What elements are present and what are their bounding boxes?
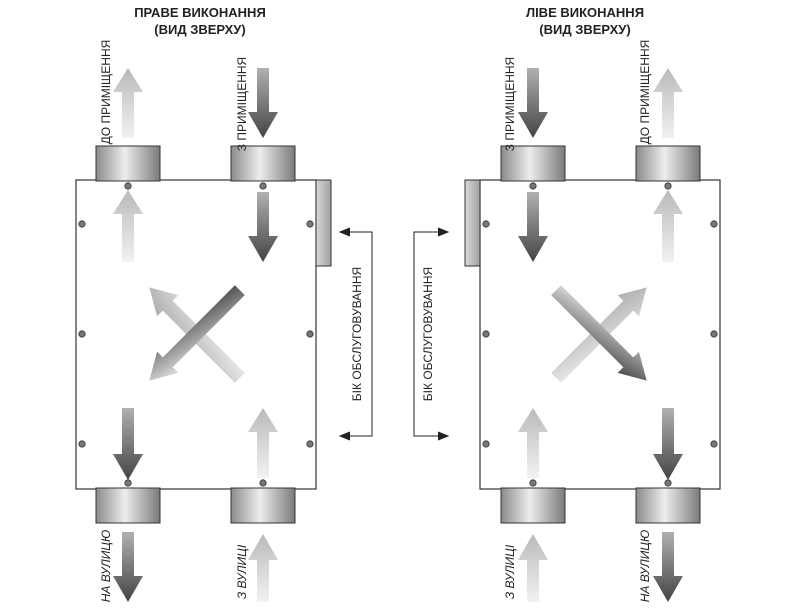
right-pipe-supply-top — [95, 145, 161, 182]
right-variant-title-line1: ПРАВЕ ВИКОНАННЯ — [134, 5, 266, 20]
right-variant-title: ПРАВЕ ВИКОНАННЯ (ВИД ЗВЕРХУ) — [80, 4, 320, 38]
left-arrow-diagonal-exhaust — [551, 285, 647, 381]
right-variant-unit — [75, 68, 373, 602]
right-pipe-extract-top — [230, 145, 296, 182]
left-arrow-inner-exhaust-down — [653, 408, 683, 480]
left-unit-screws — [482, 182, 718, 487]
right-arrow-inner-supply-up — [113, 190, 143, 262]
right-arrow-inner-intake-up — [248, 408, 278, 478]
left-pipe-supply-top — [635, 145, 701, 182]
right-arrow-to-room — [113, 68, 143, 138]
left-variant-title-line2: (ВИД ЗВЕРХУ) — [539, 22, 631, 37]
left-service-side-bracket — [413, 227, 450, 441]
left-unit-service-panel — [464, 179, 481, 267]
right-arrow-to-street — [113, 532, 143, 602]
right-arrow-inner-exhaust-down — [113, 408, 143, 480]
left-arrow-inner-intake-up — [518, 408, 548, 478]
left-pipe-exhaust-bottom — [635, 487, 701, 524]
right-unit-service-panel — [315, 179, 332, 267]
left-arrow-inner-supply-up — [653, 190, 683, 262]
left-variant-title: ЛІВЕ ВИКОНАННЯ (ВИД ЗВЕРХУ) — [465, 4, 705, 38]
left-variant-unit — [413, 68, 721, 602]
left-pipe-extract-top — [500, 145, 566, 182]
left-arrow-from-street — [518, 534, 548, 602]
left-variant-title-line1: ЛІВЕ ВИКОНАННЯ — [525, 5, 645, 20]
left-arrow-inner-extract-down — [518, 192, 548, 262]
right-arrow-from-street — [248, 534, 278, 602]
right-pipe-exhaust-bottom — [95, 487, 161, 524]
left-arrow-to-room — [653, 68, 683, 138]
right-service-side-bracket — [338, 227, 373, 441]
right-variant-title-line2: (ВИД ЗВЕРХУ) — [154, 22, 246, 37]
right-arrow-inner-extract-down — [248, 192, 278, 262]
left-arrow-to-street — [653, 532, 683, 602]
right-unit-screws — [78, 182, 314, 487]
left-pipe-intake-bottom — [500, 487, 566, 524]
right-arrow-from-room — [248, 68, 278, 138]
right-pipe-intake-bottom — [230, 487, 296, 524]
right-arrow-diagonal-exhaust — [149, 285, 245, 381]
left-arrow-from-room — [518, 68, 548, 138]
